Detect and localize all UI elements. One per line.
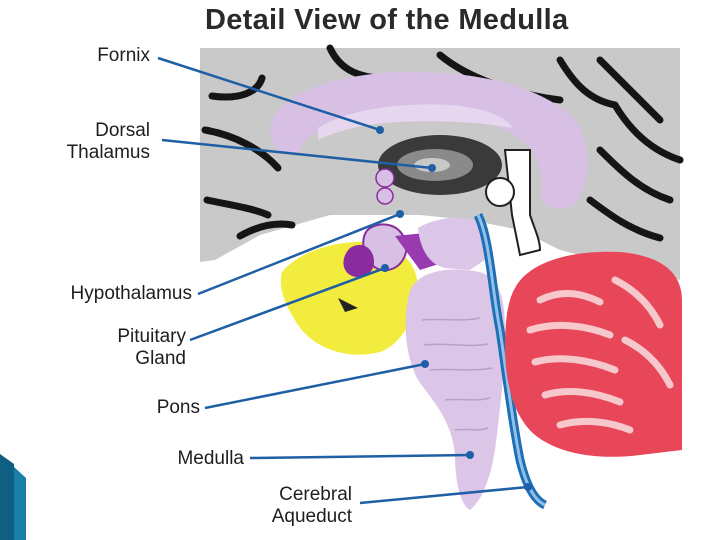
fornix-band [318,104,512,140]
label-dorsal-thalamus: Dorsal Thalamus [66,120,150,163]
pons-striations [421,317,493,431]
third-ventricle [503,149,542,257]
pons-medulla [405,269,505,510]
corpus-callosum [270,71,588,210]
label-medulla: Medulla [177,448,244,469]
diagram-title: Detail View of the Medulla [205,4,569,36]
leader-lines [157,56,529,505]
cerebellum [505,251,682,457]
label-hypothalamus: Hypothalamus [70,283,192,304]
cerebellum-folia [526,276,674,434]
label-pituitary-gland: Pituitary Gland [117,326,186,369]
pituitary-region [343,244,374,278]
brainstem [418,217,492,270]
label-fornix: Fornix [97,45,150,66]
label-pons: Pons [156,397,200,418]
slide-corner-accent [0,454,26,540]
label-cerebral-aqueduct: Cerebral Aqueduct [271,484,352,527]
leader-dots [376,126,532,491]
